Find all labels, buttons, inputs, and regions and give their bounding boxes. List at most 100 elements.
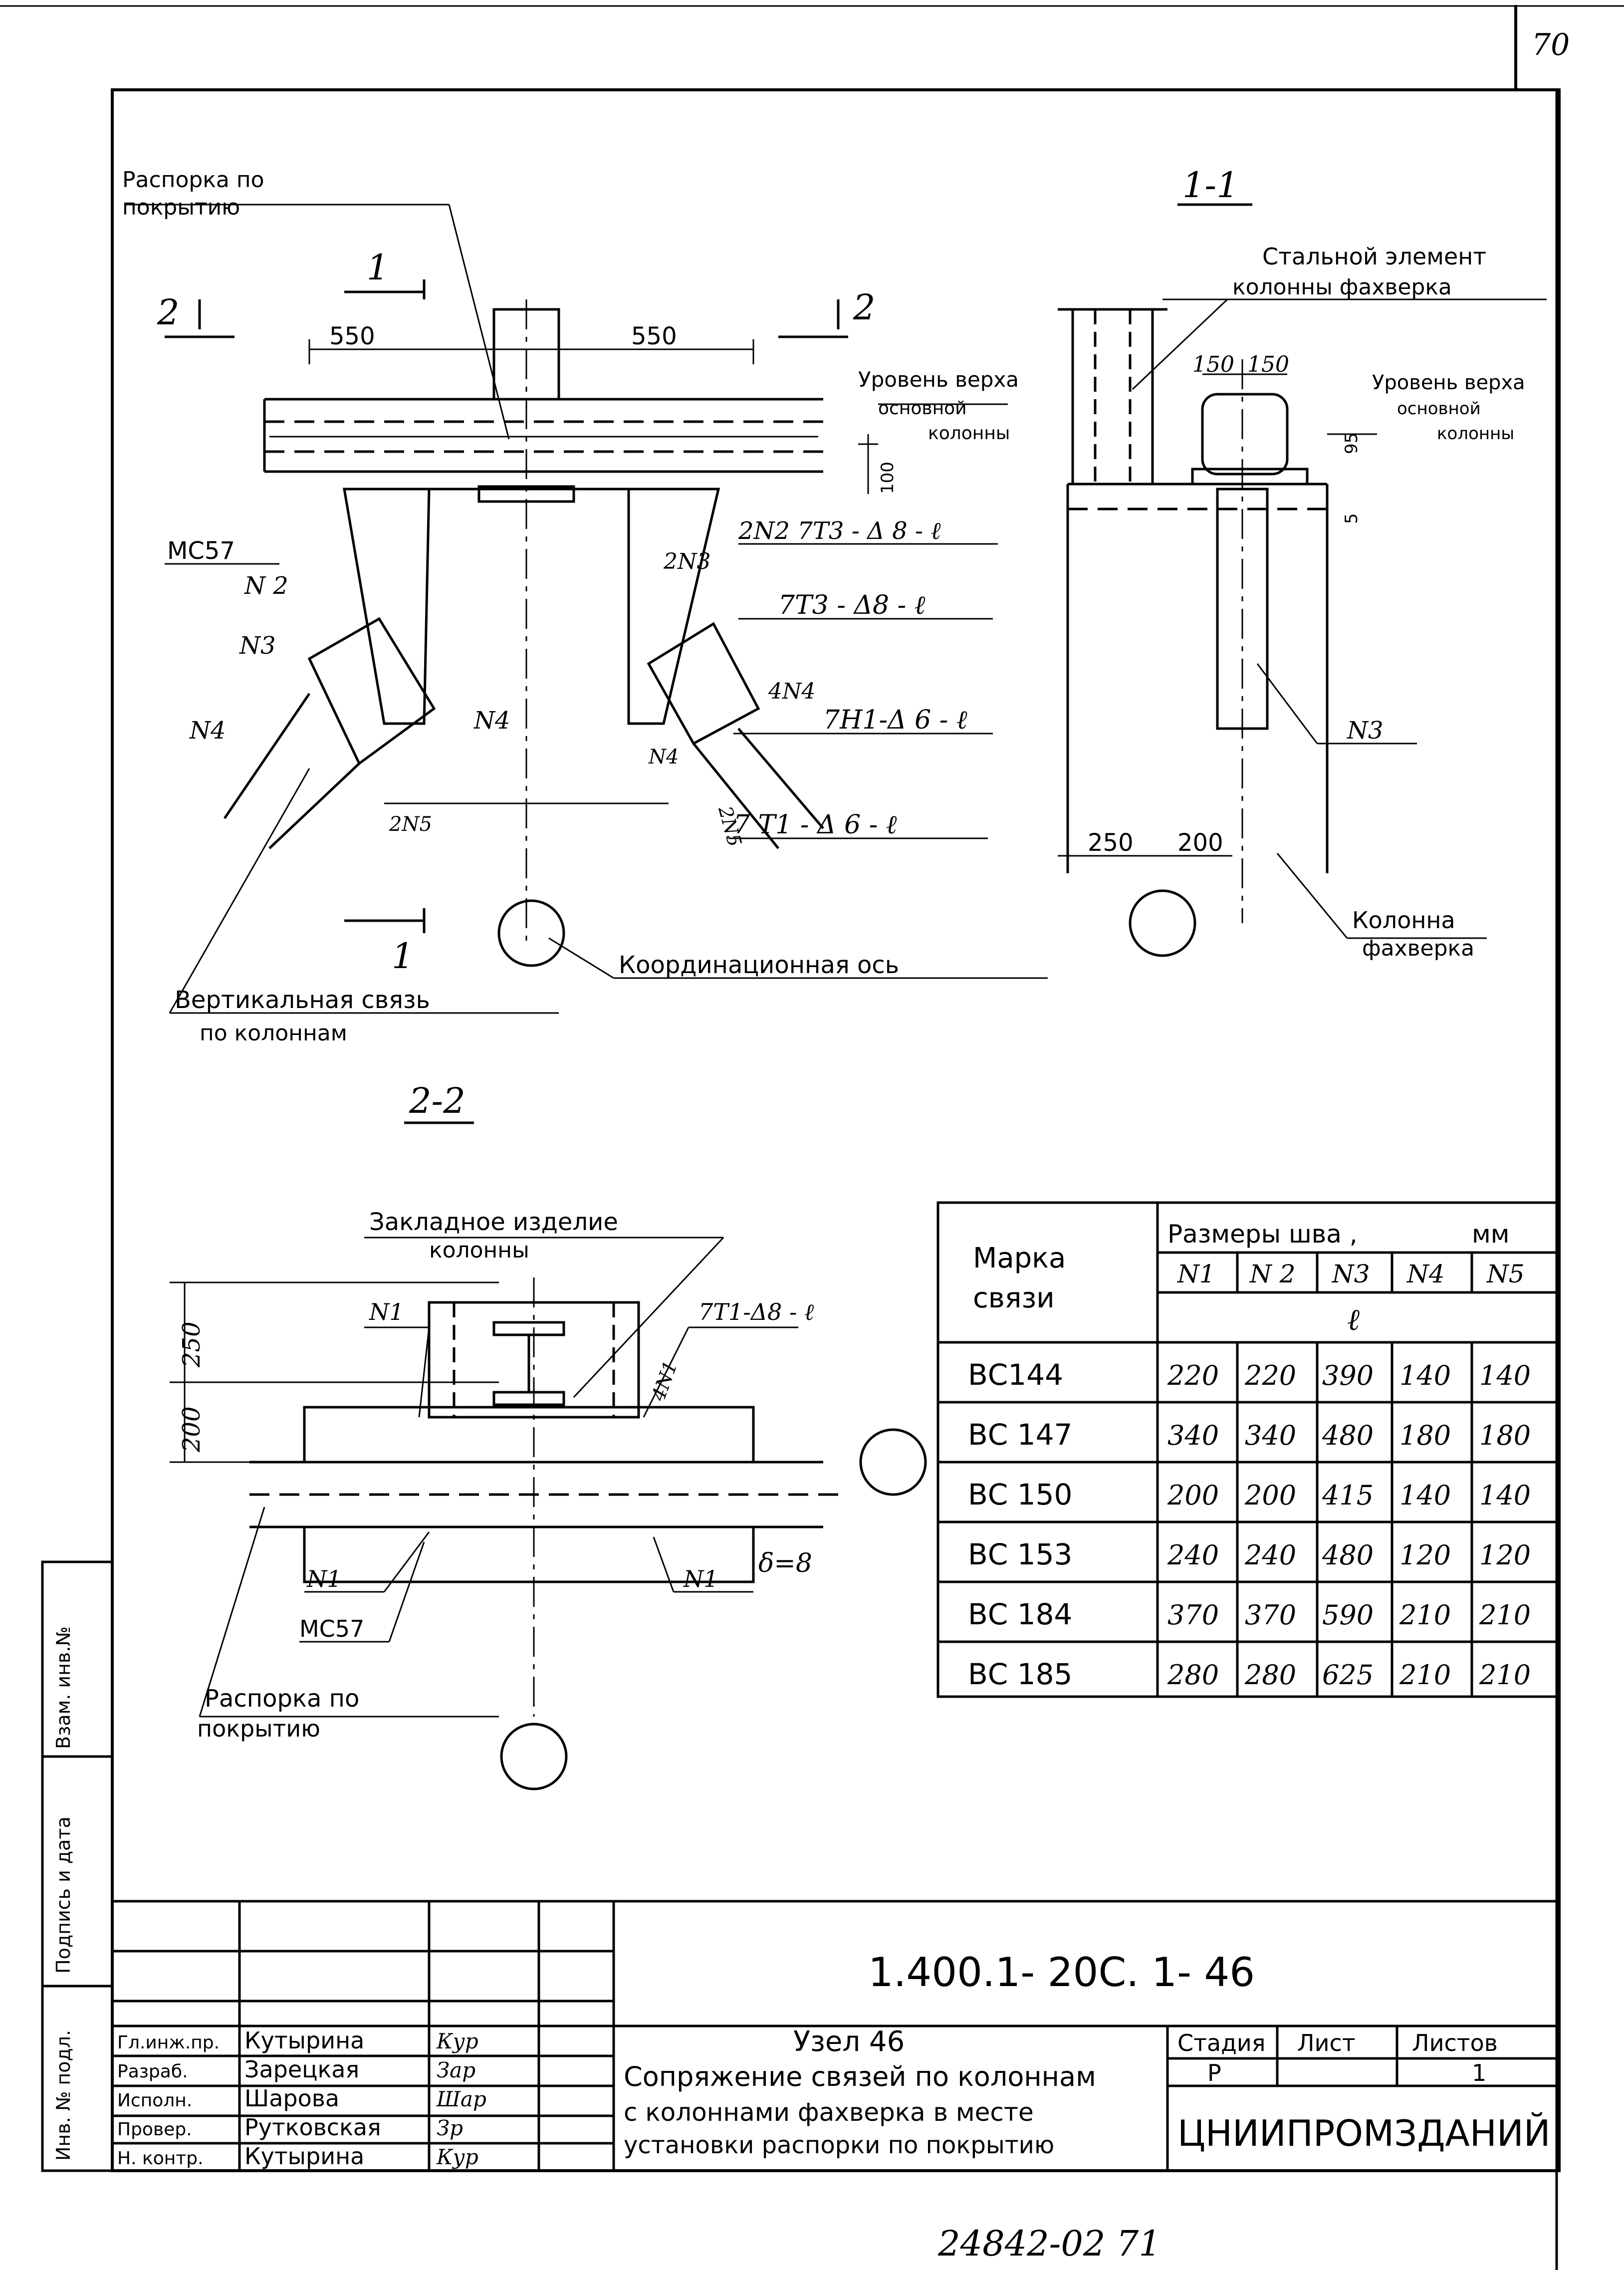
plan-cut-1-top: 1	[367, 247, 389, 288]
table-col-group: Размеры шва ,	[1167, 1220, 1358, 1249]
s22-mc57: МС57	[299, 1615, 364, 1642]
s11-dim-150a: 150	[1192, 352, 1234, 377]
table-cell: 220	[1167, 1360, 1219, 1391]
s22-strut-2: покрытию	[197, 1715, 320, 1742]
table-sub-n3: N3	[1332, 1260, 1370, 1288]
table-sub-n1: N1	[1177, 1260, 1215, 1288]
plan-cut-2-right: 2	[853, 287, 876, 328]
table-cell: 200	[1244, 1480, 1296, 1511]
weld-table: Марка связи Размеры шва , мм N1 N 2 N3 N…	[936, 1201, 1558, 1698]
plan-view: Распорка по покрытию 2 2 1 1 550 550 Уро…	[122, 167, 1048, 1046]
s11-title: 1-1	[1182, 165, 1239, 206]
s11-dim-250: 250	[1088, 829, 1134, 857]
strip-inv-podl: Инв. № подл.	[52, 2030, 74, 2161]
table-cell: 340	[1167, 1420, 1219, 1451]
signature-name: Кутырина	[244, 2027, 364, 2054]
signature-name: Кутырина	[244, 2143, 364, 2170]
strip-podpis-data: Подпись и дата	[52, 1816, 74, 1974]
table-cell: 180	[1479, 1420, 1531, 1451]
node-title: Узел 46	[793, 2025, 905, 2058]
s11-dim-150b: 150	[1247, 352, 1289, 377]
section-2-2: 2-2 Закладное изделие колонны N1 7Т1-Δ8 …	[170, 1080, 927, 1790]
plan-label-n3: N3	[239, 632, 276, 660]
plan-weld-3: 7Т3 - Δ8 - ℓ	[778, 590, 926, 620]
signature-sign: Зар	[437, 2058, 475, 2082]
plan-dim-100: 100	[878, 462, 898, 494]
plan-weld-2: 2N3	[663, 549, 711, 574]
table-cell: 210	[1479, 1659, 1531, 1691]
plan-weld-4: 4N4	[768, 679, 816, 704]
s22-4n1: 4N1	[647, 1358, 682, 1404]
signature-name: Шарова	[244, 2085, 339, 2112]
table-cell: 240	[1244, 1539, 1296, 1571]
s22-title: 2-2	[409, 1080, 465, 1121]
sheet-corner-number: 70	[1532, 27, 1570, 62]
table-row-mark: ВС 185	[968, 1657, 1072, 1691]
organization: ЦНИИПРОМЗДАНИЙ	[1177, 2112, 1551, 2154]
table-cell: 280	[1244, 1659, 1296, 1691]
sheets-value: 1	[1472, 2059, 1486, 2086]
table-cell: 140	[1399, 1480, 1451, 1511]
table-row-mark: ВС 147	[968, 1418, 1072, 1452]
desc-line-3: установки распорки по покрытию	[624, 2131, 1054, 2159]
s11-dim-95: 95	[1342, 433, 1362, 454]
plan-level-3: колонны	[928, 423, 1010, 444]
plan-label-n2: N 2	[244, 572, 288, 600]
desc-line-1: Сопряжение связей по колоннам	[624, 2061, 1096, 2092]
table-col-mark-2: связи	[973, 1282, 1055, 1314]
plan-weld-6: 7 Т1 - Δ 6 - ℓ	[733, 810, 897, 840]
signature-role: Исполн.	[117, 2090, 192, 2111]
signature-sign: Шар	[436, 2087, 486, 2111]
table-cell: 140	[1399, 1360, 1451, 1391]
plan-cut-1-bottom: 1	[392, 936, 414, 977]
plan-vert-brace-2: по колоннам	[200, 1020, 347, 1046]
table-cell: 370	[1245, 1599, 1296, 1631]
plan-coord-axis: Координационная ось	[619, 951, 899, 979]
plan-level-1: Уровень верха	[858, 367, 1019, 392]
table-cell: 140	[1479, 1480, 1531, 1511]
signature-sign: Кур	[436, 2029, 478, 2053]
desc-line-2: с колоннами фахверка в месте	[624, 2098, 1034, 2127]
s11-steel-2: колонны фахверка	[1232, 274, 1452, 300]
bottom-stamp: 24842-02 71	[937, 2223, 1161, 2264]
signature-role: Н. контр.	[117, 2148, 204, 2169]
s22-delta: δ=8	[758, 1548, 812, 1578]
table-cell: 210	[1399, 1599, 1451, 1631]
plan-label-mc57: МС57	[167, 537, 235, 565]
s11-level-3: колонны	[1437, 424, 1514, 444]
s22-dim-200: 200	[178, 1406, 206, 1453]
plan-label-n4-left: N4	[189, 717, 226, 745]
title-block: 1.400.1- 20С. 1- 46 Узел 46 Сопряжение с…	[112, 1900, 1557, 2171]
s22-strut-1: Распорка по	[205, 1685, 359, 1713]
sheets-header: Листов	[1412, 2029, 1498, 2056]
plan-weld-1: 2N2 7Т3 - Δ 8 - ℓ	[738, 517, 940, 545]
table-cell: 590	[1322, 1599, 1374, 1631]
s11-steel-1: Стальной элемент	[1262, 243, 1486, 270]
s11-column-1: Колонна	[1352, 907, 1455, 934]
table-cell: 340	[1245, 1420, 1296, 1451]
table-cell: 120	[1479, 1539, 1531, 1571]
s22-embedded-1: Закладное изделие	[369, 1208, 618, 1236]
doc-code: 1.400.1- 20С. 1- 46	[868, 1949, 1255, 1996]
s11-dim-200: 200	[1177, 829, 1223, 857]
signature-sign: Зр	[437, 2116, 463, 2140]
table-cell: 180	[1399, 1420, 1451, 1451]
plan-label-strut-1: Распорка по	[122, 167, 264, 193]
plan-vert-brace-1: Вертикальная связь	[175, 986, 430, 1014]
stage-value: Р	[1207, 2059, 1221, 2086]
table-cell: 625	[1322, 1659, 1374, 1691]
table-sub-n5: N5	[1486, 1260, 1525, 1288]
table-row-mark: ВС 150	[968, 1478, 1072, 1512]
s22-n1-top: N1	[369, 1298, 404, 1325]
plan-label-n4-mid: N4	[473, 707, 510, 735]
s11-level-2: основной	[1397, 399, 1481, 419]
plan-level-2: основной	[878, 398, 967, 419]
signature-sign: Кур	[436, 2145, 478, 2169]
table-row-mark: ВС144	[968, 1358, 1063, 1392]
plan-cut-2-left: 2	[157, 292, 180, 333]
table-cell: 120	[1399, 1539, 1451, 1571]
s22-dim-250: 250	[178, 1321, 206, 1368]
